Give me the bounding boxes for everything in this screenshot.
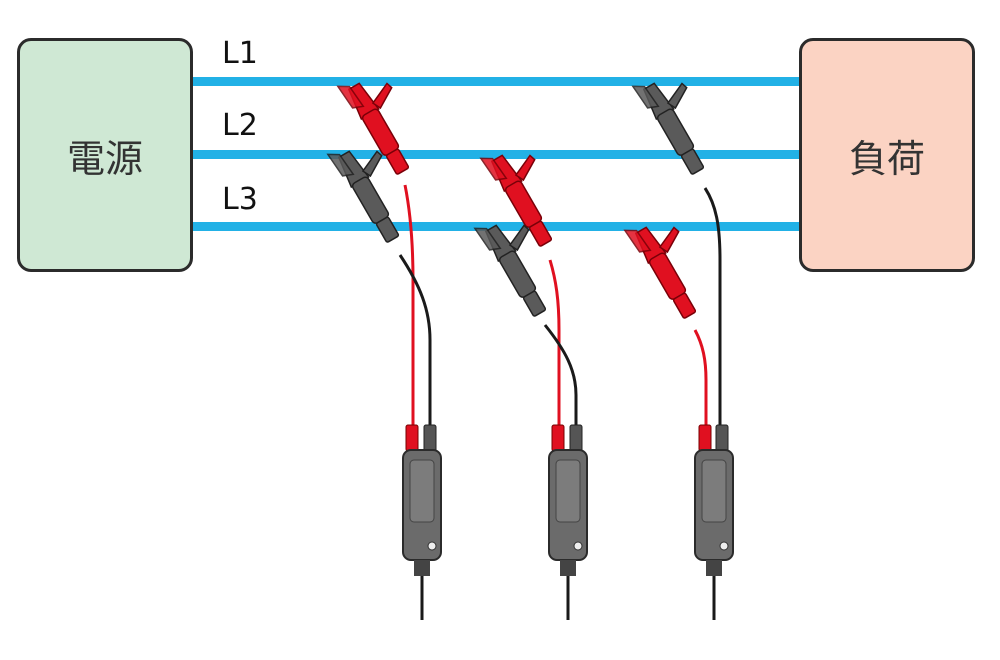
probe-2-red-wire [548, 259, 561, 430]
phase-line-l1 [193, 77, 799, 86]
power-source-box: 電源 [17, 38, 193, 272]
probe-1-red-wire [403, 184, 415, 430]
phase-line-l2 [193, 150, 799, 159]
probe-2 [474, 134, 588, 620]
probe-3-red-wire [693, 329, 708, 430]
line-label-l2: L2 [222, 108, 258, 143]
probe-1 [327, 62, 442, 620]
probe-3-black-wire [703, 187, 722, 430]
line-label-l3: L3 [222, 182, 258, 217]
probe-3 [624, 62, 734, 620]
probe-1-black-wire [398, 254, 432, 430]
load-label: 負荷 [848, 136, 925, 181]
power-source-label: 電源 [66, 136, 143, 181]
load-box: 負荷 [799, 38, 975, 272]
probe-2-black-wire [543, 324, 578, 430]
line-label-l1: L1 [222, 36, 258, 71]
